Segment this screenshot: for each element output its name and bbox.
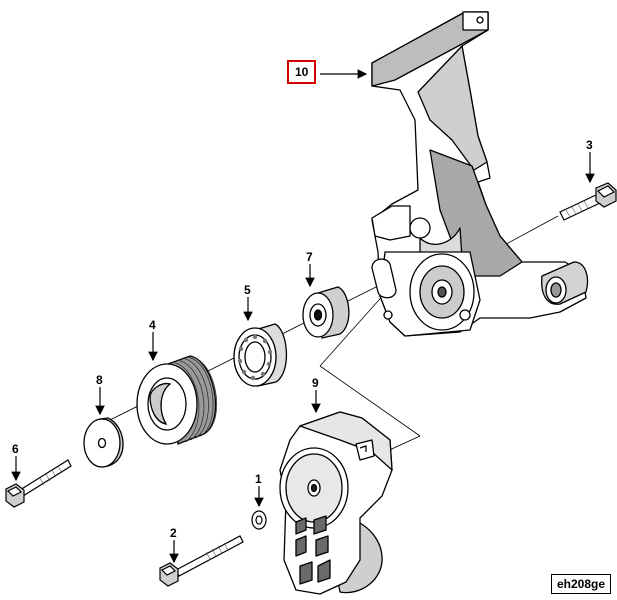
bearing-part-5 — [233, 323, 288, 387]
capscrew-part-2 — [159, 535, 244, 587]
pulley-part-4 — [136, 355, 218, 445]
callout-5: 5 — [244, 283, 251, 297]
callout-10: 10 — [287, 60, 317, 84]
mounting-bracket-part-10 — [371, 11, 589, 337]
callout-6: 6 — [12, 442, 19, 456]
diagram-id-label: eh208ge — [550, 574, 611, 594]
callout-1: 1 — [255, 472, 262, 486]
callout-9: 9 — [312, 376, 319, 390]
callout-8: 8 — [96, 373, 103, 387]
bushing-part-7 — [302, 286, 350, 339]
callout-4: 4 — [149, 318, 156, 332]
callout-3: 3 — [586, 138, 593, 152]
callout-2: 2 — [170, 526, 177, 540]
callout-7: 7 — [306, 250, 313, 264]
lockwasher-part-1 — [251, 510, 267, 530]
leader-arrows — [11, 69, 595, 564]
tensioner-part-9 — [279, 411, 393, 595]
washer-part-8 — [83, 417, 124, 468]
capscrew-part-3 — [559, 182, 617, 221]
capscrew-part-6 — [5, 459, 72, 508]
